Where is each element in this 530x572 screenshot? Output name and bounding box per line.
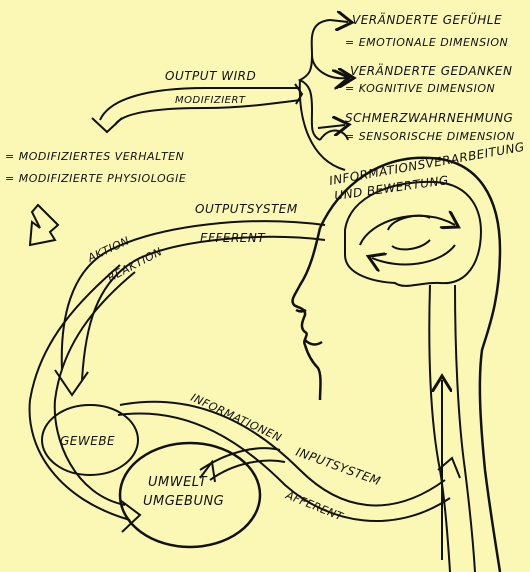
output-label-2: MODIFIZIERT [175, 95, 246, 106]
output-label-1: OUTPUT WIRD [165, 69, 256, 83]
umwelt-label-2: UMGEBUNG [143, 494, 224, 509]
cognitive-line-2: = KOGNITIVE DIMENSION [345, 82, 495, 95]
hollow-down-arrow [30, 205, 58, 245]
efferent-label: EFFERENT [200, 231, 266, 245]
inputsystem-label: INPUTSYSTEM [294, 445, 383, 489]
informationen-label: INFORMATIONEN [189, 391, 284, 445]
output-modified-arrow [92, 84, 302, 132]
aktion-label: AKTION [85, 234, 132, 265]
afferent-label: AFFERENT [283, 488, 346, 523]
umwelt-label-1: UMWELT [148, 475, 208, 490]
behavior-label: = MODIFIZIERTES VERHALTEN [5, 150, 184, 163]
physiology-label: = MODIFIZIERTE PHYSIOLOGIE [5, 172, 186, 185]
sensory-line-2: = SENSORISCHE DIMENSION [345, 130, 515, 143]
sensory-line-1: SCHMERZWAHRNEHMUNG [345, 111, 513, 125]
outputsystem-label: OUTPUTSYSTEM [195, 202, 298, 216]
gewebe-label: GEWEBE [60, 434, 115, 448]
spinal-cord [429, 285, 475, 572]
emotional-line-2: = EMOTIONALE DIMENSION [345, 36, 508, 49]
cognitive-line-1: VERÄNDERTE GEDANKEN [350, 63, 512, 78]
emotional-line-1: VERÄNDERTE GEFÜHLE [352, 11, 502, 27]
dimension-bracket [300, 20, 350, 170]
